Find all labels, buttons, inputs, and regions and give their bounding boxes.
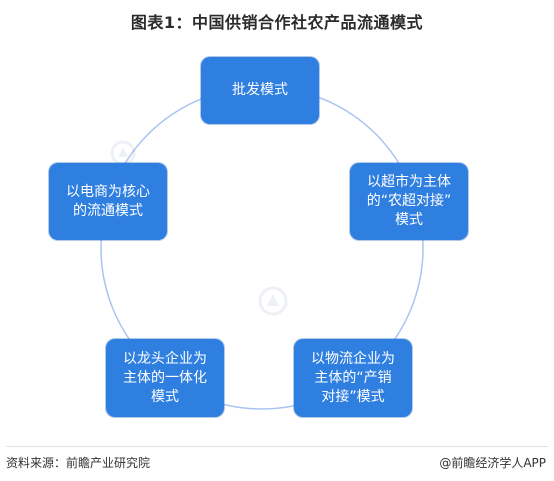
node-ecommerce: 以电商为核心 的流通模式 (49, 163, 167, 240)
node-wholesale: 批发模式 (201, 57, 319, 124)
credit-note: @前瞻经济学人APP (439, 456, 546, 470)
footer-divider (6, 446, 548, 447)
node-supermarket: 以超市为主体 的“农超对接” 模式 (350, 163, 468, 240)
node-logistics: 以物流企业为 主体的“产销 对接”模式 (294, 339, 412, 417)
source-note: 资料来源：前瞻产业研究院 (6, 456, 151, 470)
chart-title: 图表1：中国供销合作社农产品流通模式 (130, 13, 424, 32)
qianzhan-logo-icon (258, 286, 288, 316)
node-leading-enterprise: 以龙头企业为 主体的一体化 模式 (106, 339, 224, 417)
